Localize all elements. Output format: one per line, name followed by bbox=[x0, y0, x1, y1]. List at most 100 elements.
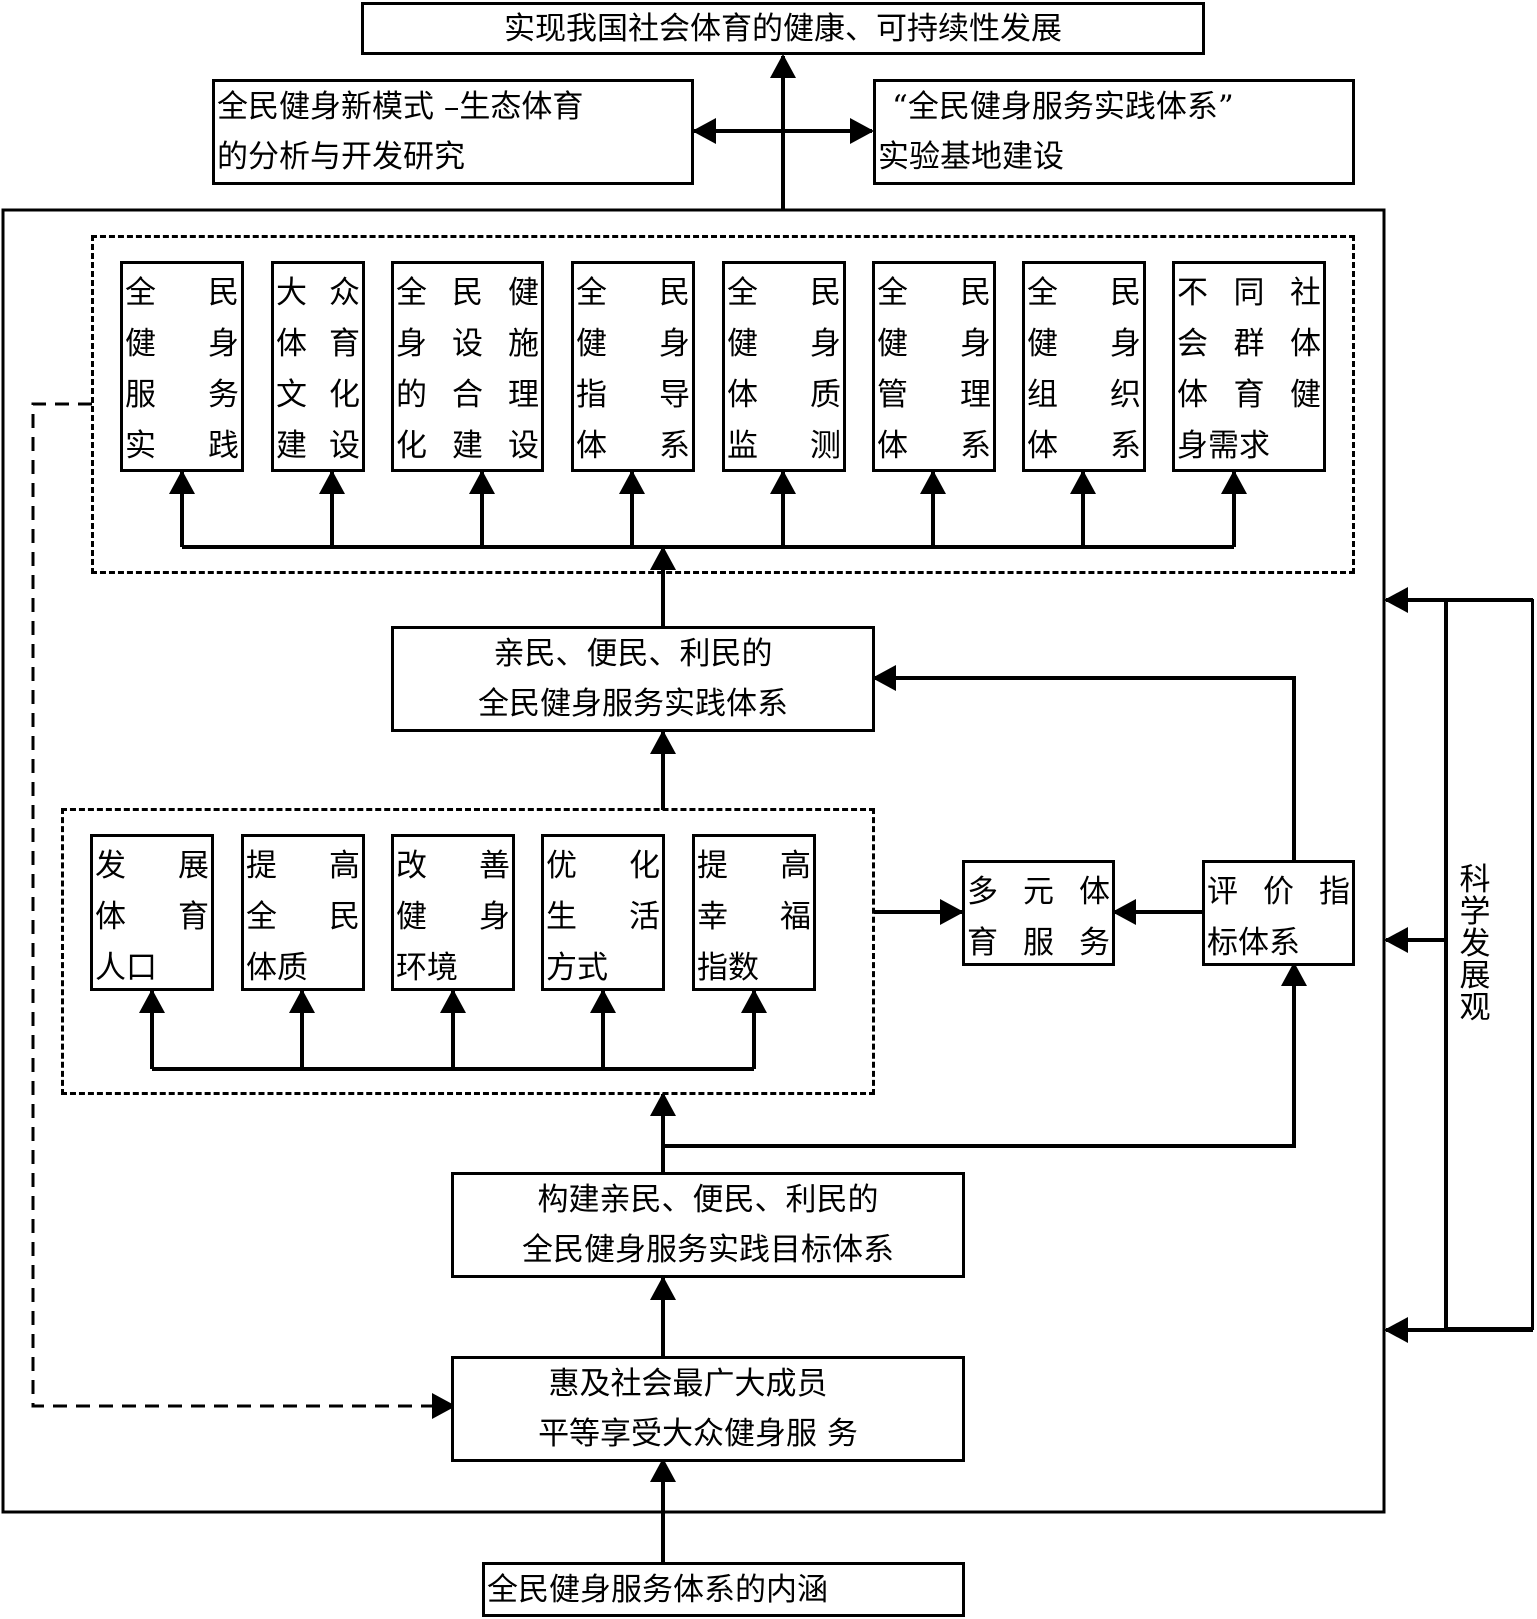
lower-group-item-row: 幸福 bbox=[697, 892, 811, 943]
char: 育 bbox=[967, 925, 998, 961]
char: 质 bbox=[810, 377, 841, 413]
char: 化 bbox=[396, 428, 427, 464]
char: 组 bbox=[1027, 377, 1058, 413]
char: 育 bbox=[1233, 377, 1265, 413]
lower-group-item-row: 健身 bbox=[396, 892, 510, 943]
lower-group-item-row: 环境 bbox=[396, 943, 510, 994]
upper-group-item-row: 大众 bbox=[276, 268, 360, 319]
char: 健 bbox=[508, 275, 539, 311]
char: 服 bbox=[1023, 925, 1054, 961]
upper-group-item-row: 体质 bbox=[727, 370, 841, 421]
char: 身 bbox=[479, 899, 510, 935]
lower-group-item-4: 优化生活方式 bbox=[541, 834, 665, 991]
char: 体 bbox=[1027, 428, 1058, 464]
upper-group-item-row: 服务 bbox=[125, 370, 239, 421]
practice-system-box: 亲民、便民、利民的 全民健身服务实践体系 bbox=[391, 626, 875, 732]
practice-system-line-2: 全民健身服务实践体系 bbox=[478, 686, 788, 722]
char: 践 bbox=[208, 428, 239, 464]
char: 提 bbox=[246, 848, 277, 884]
char: 众 bbox=[329, 275, 360, 311]
char: 高 bbox=[329, 848, 360, 884]
char: 体 bbox=[576, 428, 607, 464]
upper-group-item-row: 不同社 bbox=[1177, 268, 1321, 319]
char: 实 bbox=[125, 428, 156, 464]
outer-frame bbox=[1, 208, 1386, 1514]
upper-group-item-row: 建设 bbox=[276, 421, 360, 472]
char: 环境 bbox=[396, 950, 458, 986]
char: 发 bbox=[1459, 926, 1491, 962]
evaluation-row: 评 价 指 bbox=[1207, 867, 1350, 918]
lower-group-frame bbox=[61, 808, 875, 1095]
evaluation-row: 标体系 bbox=[1207, 918, 1350, 969]
lower-group-item-row: 发展 bbox=[95, 841, 209, 892]
lower-group-item-row: 体育 bbox=[95, 892, 209, 943]
upper-group-item-row: 健身 bbox=[125, 319, 239, 370]
char: 身 bbox=[810, 326, 841, 362]
benefit-line-2: 平等享受大众健身服 务 bbox=[538, 1416, 858, 1452]
char: 指数 bbox=[697, 950, 759, 986]
char: 观 bbox=[1459, 990, 1491, 1026]
upper-group-item-3: 全民健身设施的合理化建设 bbox=[391, 261, 544, 472]
upper-group-item-row: 指导 bbox=[576, 370, 690, 421]
upper-group-item-row: 健身 bbox=[877, 319, 991, 370]
char: 体 bbox=[276, 326, 307, 362]
char: 展 bbox=[1459, 958, 1491, 994]
char: 身 bbox=[208, 326, 239, 362]
char: 务 bbox=[1079, 925, 1110, 961]
char: 会 bbox=[1177, 326, 1208, 362]
char: 全 bbox=[246, 899, 277, 935]
char: 评 bbox=[1207, 874, 1238, 910]
lower-group-item-row: 提高 bbox=[246, 841, 360, 892]
char: 健 bbox=[1290, 377, 1321, 413]
char: 优 bbox=[546, 848, 577, 884]
char: 化 bbox=[329, 377, 360, 413]
lower-group-item-row: 优化 bbox=[546, 841, 660, 892]
dashed-feedback-arrow bbox=[31, 402, 456, 1419]
char: 管 bbox=[877, 377, 908, 413]
char: 系 bbox=[1110, 428, 1141, 464]
lower-group-item-3: 改善健身环境 bbox=[391, 834, 515, 991]
lower-group-item-row: 人口 bbox=[95, 943, 209, 994]
char: 健 bbox=[727, 326, 758, 362]
lower-group-item-1: 发展体育人口 bbox=[90, 834, 214, 991]
upper-group-item-row: 实践 bbox=[125, 421, 239, 472]
char: 建 bbox=[452, 428, 483, 464]
upper-group-item-5: 全民健身体质监测 bbox=[722, 261, 846, 472]
char: 育 bbox=[329, 326, 360, 362]
char: 化 bbox=[629, 848, 660, 884]
lower-group-item-row: 方式 bbox=[546, 943, 660, 994]
upper-group-item-row: 体育 bbox=[276, 319, 360, 370]
char: 身 bbox=[396, 326, 427, 362]
char: 身 bbox=[1110, 326, 1141, 362]
lower-group-item-row: 提高 bbox=[697, 841, 811, 892]
upper-group-item-row: 全民 bbox=[576, 268, 690, 319]
scientific-outlook-label: 科 学 发 展 观 bbox=[1455, 864, 1495, 1024]
char: 身需求 bbox=[1177, 428, 1270, 464]
char: 生 bbox=[546, 899, 577, 935]
char: 体 bbox=[1079, 874, 1110, 910]
upper-group-item-row: 身需求 bbox=[1177, 421, 1321, 472]
char: 设 bbox=[508, 428, 539, 464]
arrow-evaluation-to-practice bbox=[872, 665, 1296, 860]
char: 展 bbox=[178, 848, 209, 884]
lower-group-item-row: 全民 bbox=[246, 892, 360, 943]
upper-group-item-row: 体系 bbox=[877, 421, 991, 472]
upper-group-item-row: 健身 bbox=[727, 319, 841, 370]
upper-group-item-row: 体系 bbox=[576, 421, 690, 472]
goal-text: 实现我国社会体育的健康、可持续性发展 bbox=[504, 11, 1062, 47]
char: 体 bbox=[1290, 326, 1321, 362]
char: 民 bbox=[452, 275, 483, 311]
char: 设 bbox=[329, 428, 360, 464]
char: 测 bbox=[810, 428, 841, 464]
char: 活 bbox=[629, 899, 660, 935]
connotation-box: 全民健身服务体系的内涵 bbox=[482, 1562, 965, 1617]
upper-group-item-1: 全民健身服务实践 bbox=[120, 261, 244, 472]
upper-group-item-row: 健身 bbox=[576, 319, 690, 370]
upper-group-item-4: 全民健身指导体系 bbox=[571, 261, 695, 472]
char: 价 bbox=[1263, 874, 1294, 910]
char: 健 bbox=[1027, 326, 1058, 362]
upper-group-item-row: 体育健 bbox=[1177, 370, 1321, 421]
upper-group-item-row: 管理 bbox=[877, 370, 991, 421]
char: 健 bbox=[125, 326, 156, 362]
char: 务 bbox=[208, 377, 239, 413]
